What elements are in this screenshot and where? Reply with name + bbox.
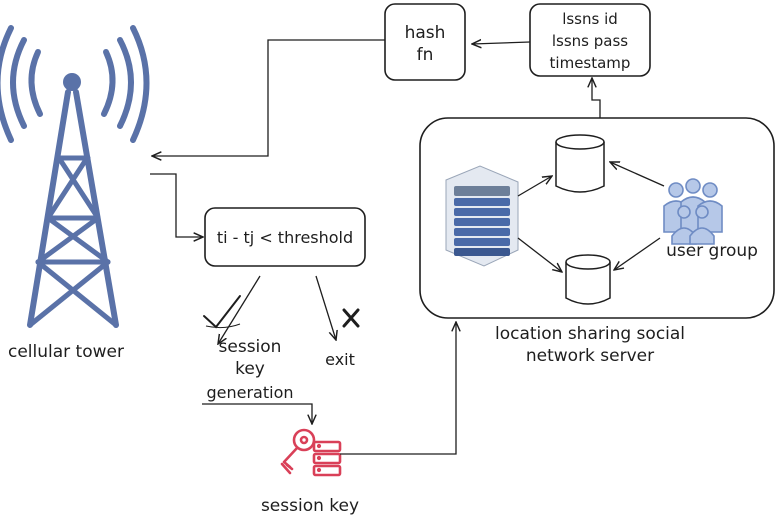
session-label-line1: session xyxy=(219,337,282,357)
key-server-icon xyxy=(280,428,342,477)
threshold-box xyxy=(204,207,366,267)
edge-users-to-db-top xyxy=(610,162,665,187)
edge-credentials-to-hash xyxy=(472,42,531,44)
server-rack-icon xyxy=(445,165,519,267)
edge-session-to-key xyxy=(202,403,312,424)
lssns-pass-label: lssns pass xyxy=(552,32,628,50)
server-region xyxy=(419,117,775,319)
user-group-label: user group xyxy=(666,241,758,261)
user-group-icon xyxy=(663,178,723,245)
edge-rack-to-db-top xyxy=(517,176,552,197)
credentials-box xyxy=(529,3,651,77)
server-label-line1: location sharing social xyxy=(495,324,685,344)
server-label-line2: network server xyxy=(526,346,654,366)
hash-fn-label-line2: fn xyxy=(417,45,434,65)
hash-fn-box xyxy=(384,3,466,81)
edge-rack-to-db-bottom xyxy=(517,237,562,272)
session-key-label: session key xyxy=(261,496,359,516)
check-underline xyxy=(205,323,241,329)
exit-label: exit xyxy=(325,350,355,369)
cellular-tower-icon xyxy=(0,25,150,328)
edge-server-to-credentials xyxy=(592,78,601,118)
cellular-tower-label: cellular tower xyxy=(8,342,124,362)
cross-icon xyxy=(342,308,360,328)
hash-fn-label-line1: hash xyxy=(405,23,446,43)
session-label-line3: generation xyxy=(206,383,293,402)
session-label-line2: key xyxy=(235,359,265,379)
edge-key-to-server xyxy=(340,322,456,455)
database-icon-top xyxy=(555,134,605,193)
edge-threshold-to-session xyxy=(218,275,261,344)
edge-threshold-to-exit xyxy=(315,275,336,340)
timestamp-label: timestamp xyxy=(550,54,631,72)
edge-users-to-db-bottom xyxy=(614,237,661,270)
check-icon xyxy=(203,295,241,329)
threshold-label: ti - tj < threshold xyxy=(217,228,353,247)
edge-tower-to-threshold xyxy=(150,173,203,237)
database-icon-bottom xyxy=(565,254,611,305)
edge-hash-to-tower xyxy=(152,39,385,156)
lssns-id-label: lssns id xyxy=(562,10,618,28)
